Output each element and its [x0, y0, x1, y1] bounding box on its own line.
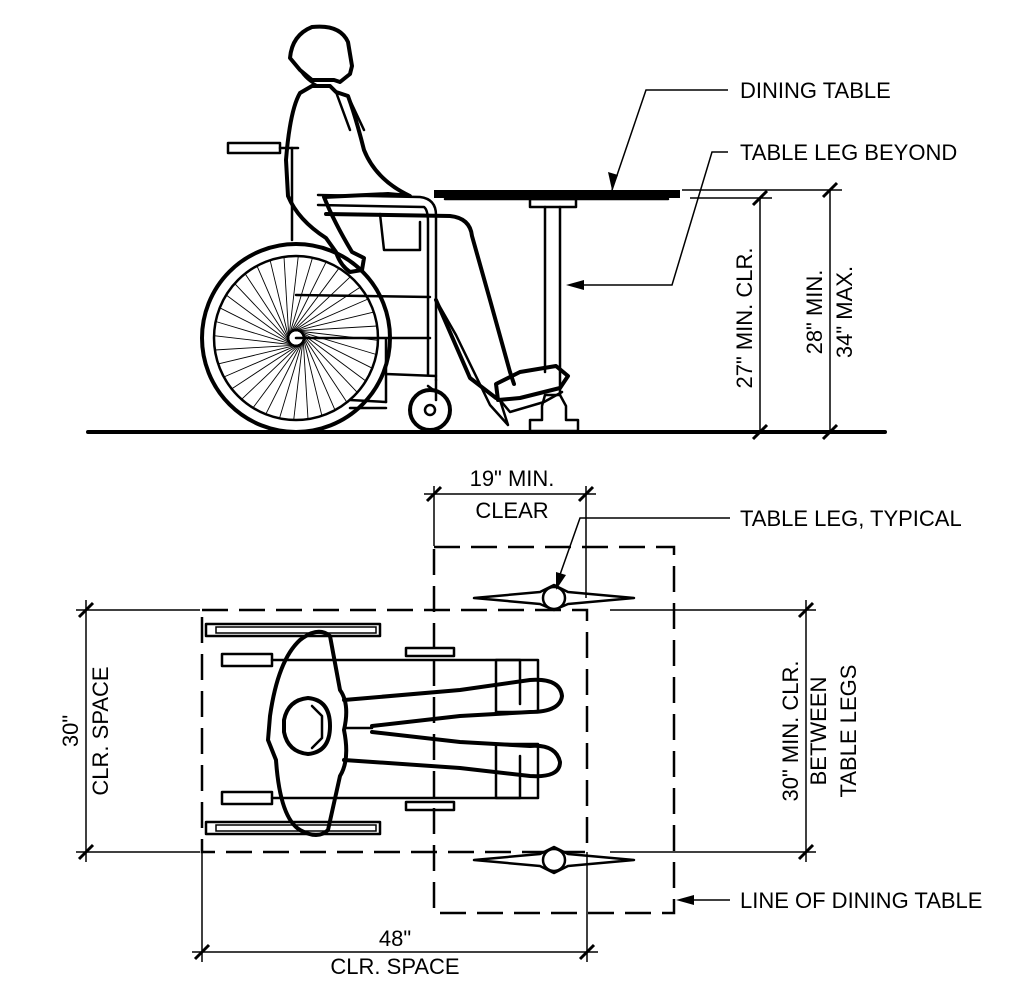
leg-clearance-dimension: 30" MIN. CLR. BETWEEN TABLE LEGS [610, 600, 861, 862]
table-height-dimension: 28" MIN. 34" MAX. [682, 181, 857, 441]
wheel-spoke [288, 255, 299, 341]
clear-space-outline [200, 608, 589, 854]
wheel-spoke [287, 257, 313, 340]
wheel-spoke [269, 260, 291, 344]
line-of-table-label: LINE OF DINING TABLE [740, 888, 982, 913]
head [288, 24, 354, 84]
wheel-spoke [218, 343, 302, 365]
wheel-spoke [283, 256, 290, 343]
torso [284, 84, 412, 274]
dining-table-callout: DINING TABLE [608, 78, 891, 191]
table-base [528, 393, 580, 433]
table-top [434, 190, 680, 198]
shoe [494, 364, 570, 402]
wheel-spoke [300, 331, 336, 411]
wheel-spoke [231, 341, 304, 390]
width-dimension: 30" CLR. SPACE [58, 600, 200, 862]
table-collar [528, 197, 578, 209]
table-leg-top [472, 583, 636, 612]
wheel-spoke [291, 325, 378, 332]
seat-frame [294, 293, 438, 404]
table-leg-beyond-label: TABLE LEG BEYOND [740, 140, 957, 165]
toe-clearance-dimension: 19" MIN. CLEAR [424, 466, 596, 598]
wheel-spoke [214, 344, 301, 351]
wheel-spoke [219, 307, 297, 347]
knee-clearance-dimension: 27" MIN. CLR. [690, 189, 772, 441]
depth-label: CLR. SPACE [330, 954, 459, 979]
line-of-table-callout: LINE OF DINING TABLE [676, 888, 982, 913]
wheel-spoke [298, 330, 358, 393]
armrest-top [220, 652, 274, 668]
lower-leg [434, 298, 498, 400]
thigh [324, 212, 516, 386]
depth-dimension: 48" CLR. SPACE [192, 852, 598, 979]
table-leg-bottom [472, 845, 636, 875]
wheelchair-elevation [200, 141, 510, 434]
wheel-spoke [287, 267, 340, 337]
knee-clearance-label: 27" MIN. CLR. [732, 247, 757, 388]
dining-table-outline [432, 545, 676, 915]
depth-value: 48" [379, 926, 411, 951]
person-seated [284, 24, 570, 414]
table-height-max-label: 34" MAX. [832, 266, 857, 358]
wheel-spoke [265, 337, 305, 415]
shoulders [266, 629, 349, 837]
plan-view: 19" MIN. CLEAR TABLE LEG, TYPICAL 30" MI… [58, 466, 982, 979]
wheel-spoke [295, 329, 373, 369]
table-leg-typical-callout: TABLE LEG, TYPICAL [555, 506, 962, 590]
dining-table-label: DINING TABLE [740, 78, 891, 103]
wheel-spoke [294, 329, 377, 355]
wheel-spoke [288, 276, 351, 336]
table-height-min-label: 28" MIN. [802, 270, 827, 355]
table-leg-typical-label: TABLE LEG, TYPICAL [740, 506, 962, 531]
table-elevation [434, 190, 680, 433]
wheel-spoke [287, 261, 327, 339]
toe-clearance-value: 19" MIN. [470, 466, 555, 491]
wheel-spoke [289, 298, 369, 334]
leg-clearance-label-2: TABLE LEGS [836, 665, 861, 798]
wheel-spoke [290, 311, 374, 333]
push-handle [226, 141, 282, 155]
head-plan [282, 696, 332, 756]
leg-bottom [342, 730, 562, 779]
wheelchair-plan [204, 622, 540, 836]
wheel-spoke [252, 339, 305, 409]
wheel-spoke [302, 333, 309, 420]
width-label: CLR. SPACE [88, 666, 113, 795]
footrest-top [494, 658, 540, 714]
wheel-spoke [293, 335, 304, 421]
wheel-spoke [244, 273, 293, 346]
wheel-spoke [256, 265, 292, 345]
wheel-spoke [225, 294, 295, 347]
wheel-spoke [241, 340, 304, 400]
elevation-view: 27" MIN. CLR. 28" MIN. 34" MAX. DINING T… [86, 24, 957, 441]
caster-wheel [408, 388, 452, 432]
wheel-spoke [299, 330, 348, 403]
person-plan [266, 629, 564, 837]
wheel-top [204, 622, 382, 638]
footrest-strut [434, 298, 510, 427]
toe-clearance-label: CLEAR [475, 498, 548, 523]
leg-top [342, 677, 564, 728]
width-value: 30" [58, 715, 83, 747]
wheel-spoke [213, 335, 299, 346]
leg-clearance-value: 30" MIN. CLR. [778, 660, 803, 801]
wheel-spoke [301, 332, 323, 416]
leg-clearance-label-1: BETWEEN [806, 677, 831, 786]
wheel-spoke [223, 342, 303, 378]
wheel-spoke [234, 283, 294, 346]
armrest-bottom [220, 790, 274, 806]
table-leg-beyond-callout: TABLE LEG BEYOND [566, 140, 957, 290]
wheel-spoke [215, 321, 298, 347]
wheel-spoke [279, 336, 305, 419]
